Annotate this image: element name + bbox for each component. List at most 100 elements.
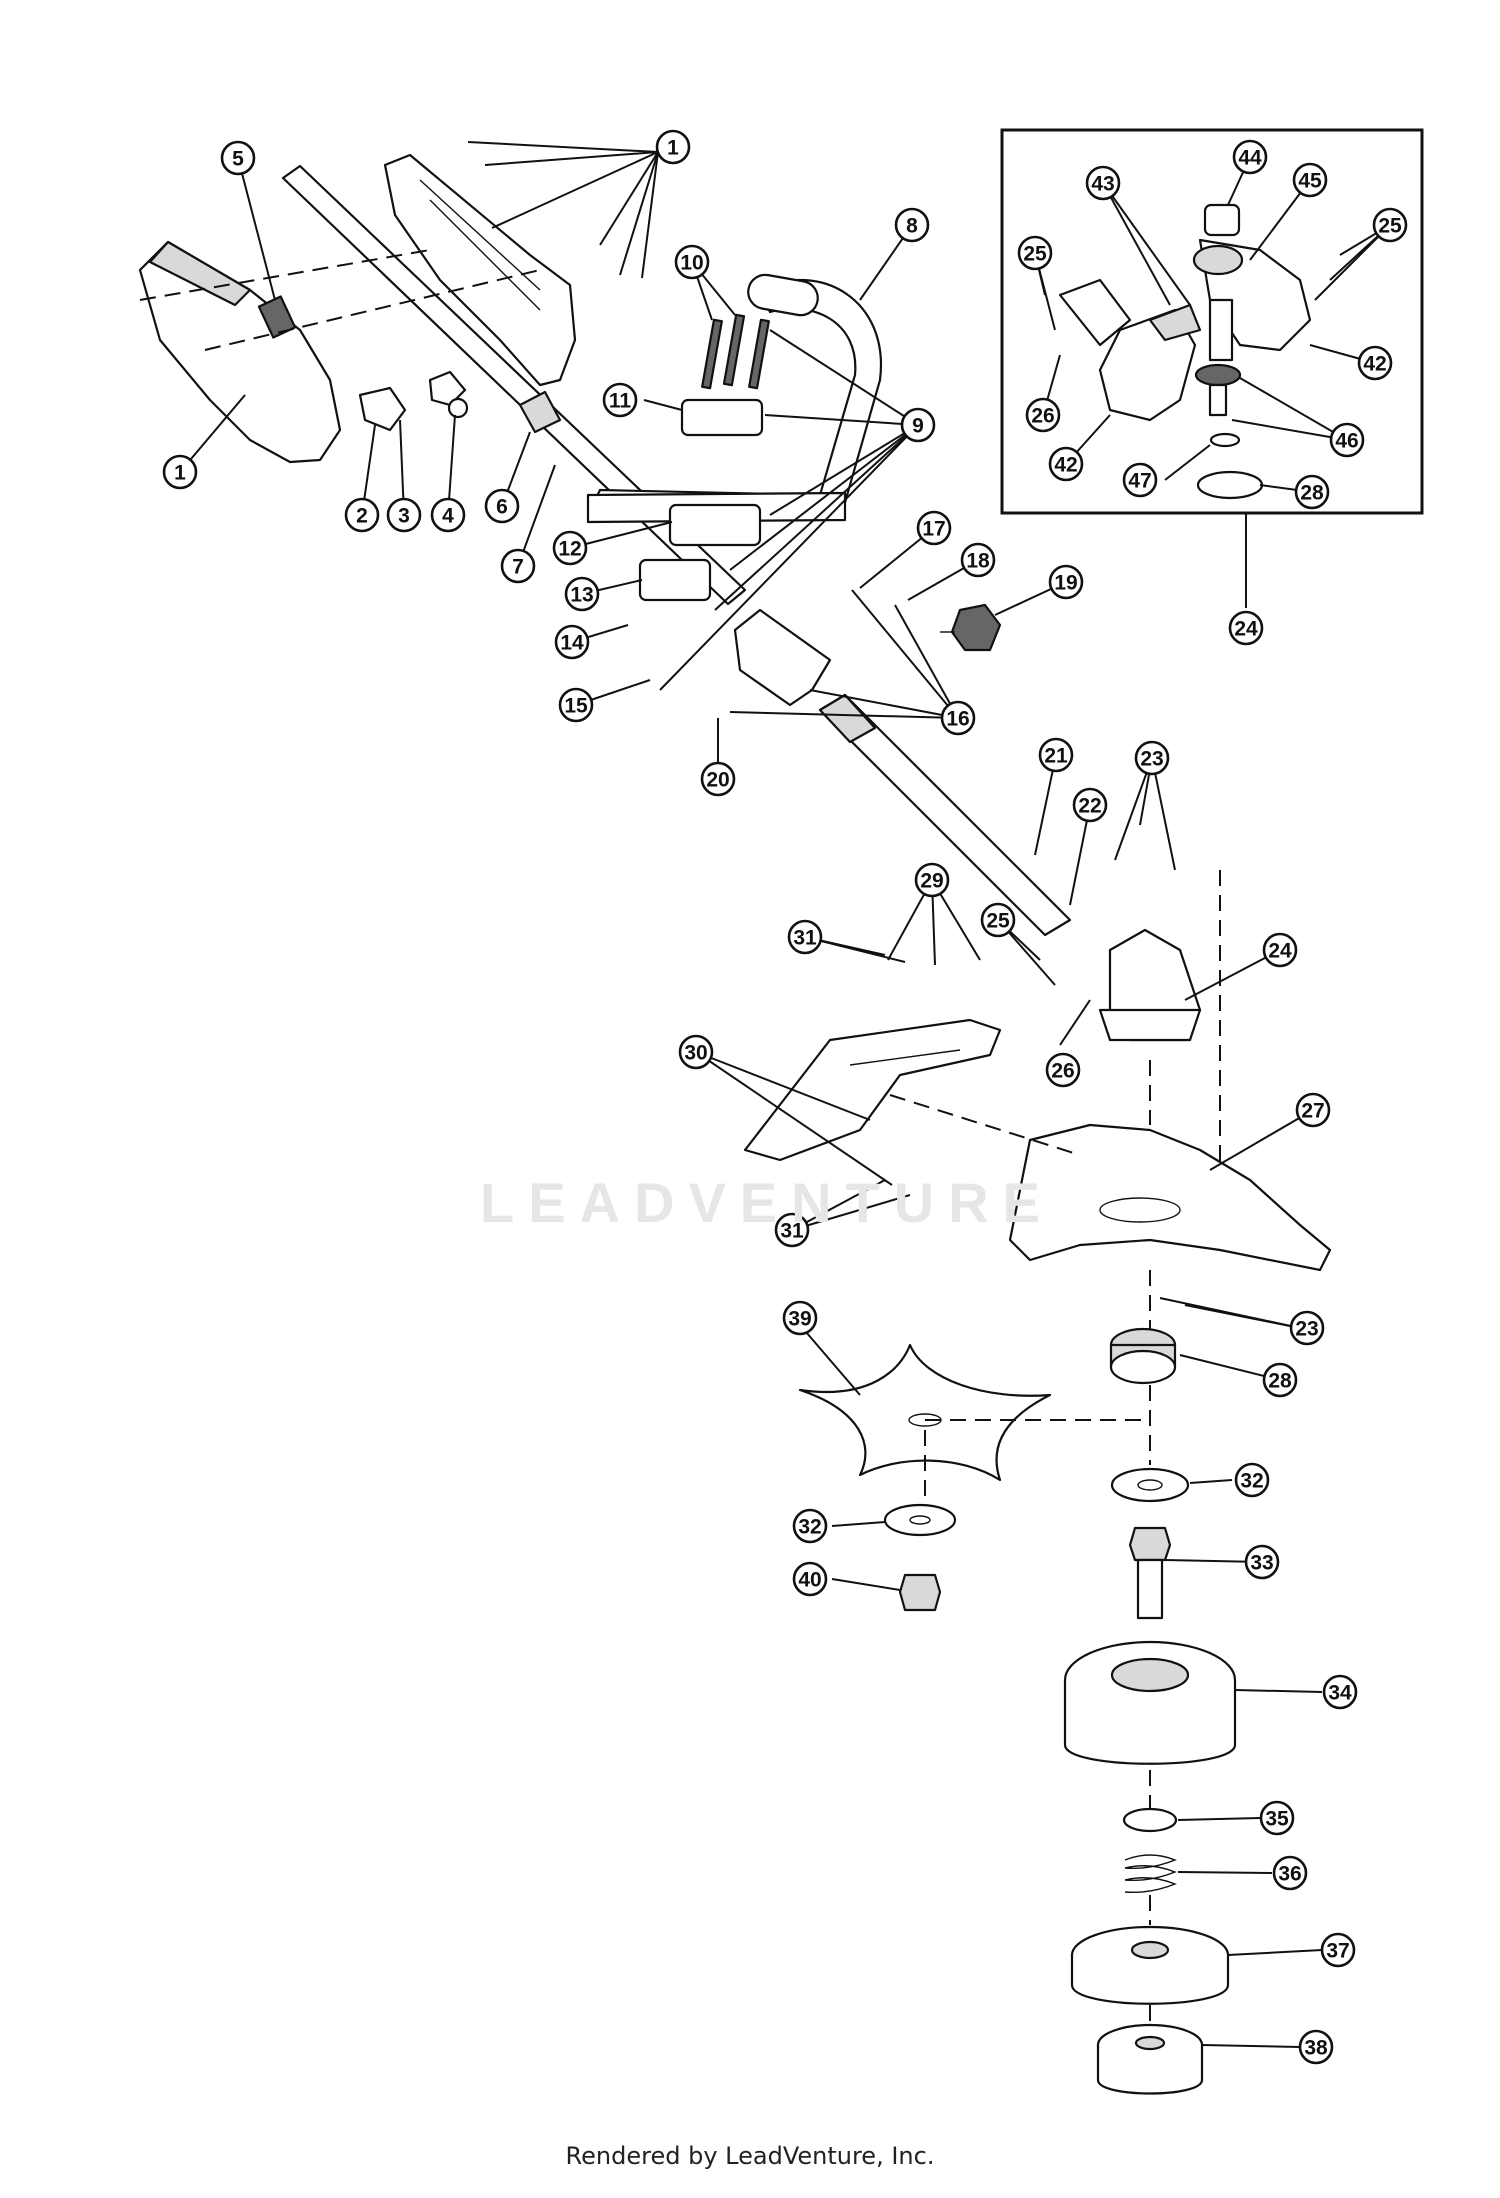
callout-circle (1038, 737, 1074, 773)
callout-number: 45 (1298, 170, 1322, 193)
callout-circle (1272, 1855, 1308, 1891)
callout-22: 22 (1072, 787, 1108, 823)
debris-shield (1008, 1123, 1332, 1272)
callout-number: 34 (1328, 1682, 1352, 1705)
callout-8: 8 (894, 207, 930, 243)
callout-number: 42 (1363, 353, 1386, 376)
clamp-top (680, 398, 764, 437)
callout-number: 28 (1268, 1370, 1292, 1393)
callout-circle (916, 510, 952, 546)
callout-26: 26 (1045, 1052, 1081, 1088)
inset-bevel-gear (1192, 244, 1244, 276)
callout-number: 7 (512, 556, 524, 579)
callout-2: 2 (344, 497, 380, 533)
callout-circle (1085, 165, 1121, 201)
callout-number: 27 (1301, 1100, 1324, 1123)
callout-circle (1072, 787, 1108, 823)
callout-38: 38 (1298, 2029, 1334, 2065)
callout-11: 11 (602, 382, 638, 418)
callout-circle (674, 244, 710, 280)
callout-3: 3 (386, 497, 422, 533)
callout-number: 21 (1044, 745, 1068, 768)
callout-number: 46 (1335, 430, 1358, 453)
callout-circle (1320, 1932, 1356, 1968)
callout-circle (960, 542, 996, 578)
callout-27: 27 (1295, 1092, 1331, 1128)
callout-circle (1262, 1362, 1298, 1398)
callout-number: 31 (793, 927, 817, 950)
callout-circle (900, 407, 936, 443)
callout-number: 23 (1295, 1318, 1318, 1341)
inset-bearing (1196, 470, 1264, 500)
callout-number: 15 (564, 695, 588, 718)
callout-circle (1289, 1310, 1325, 1346)
callout-circle (344, 497, 380, 533)
trigger-link (428, 370, 467, 407)
inset-drive-input (1203, 203, 1241, 237)
callout-number: 28 (1300, 482, 1324, 505)
callout-circle (792, 1561, 828, 1597)
callout-number: 13 (570, 584, 593, 607)
callout-number: 38 (1304, 2037, 1328, 2060)
callout-number: 30 (684, 1042, 707, 1065)
callout-number: 9 (912, 415, 924, 438)
clamp-screw-2 (722, 313, 746, 387)
callout-21: 21 (1038, 737, 1074, 773)
callout-circle (1025, 397, 1061, 433)
callout-44: 44 (1232, 139, 1268, 175)
callout-9: 9 (900, 407, 936, 443)
callout-circle (558, 687, 594, 723)
clamp-middle (668, 503, 762, 547)
callout-25: 25 (1017, 235, 1053, 271)
callout-number: 3 (398, 505, 410, 528)
clamp-screw-1 (701, 318, 723, 390)
callout-circle (386, 497, 422, 533)
callout-32: 32 (792, 1508, 828, 1544)
callout-number: 4 (442, 505, 454, 528)
callout-circle (554, 624, 590, 660)
gear-head-inset-frame (1000, 128, 1424, 515)
callout-circle (782, 1300, 818, 1336)
callout-circle (700, 761, 736, 797)
callout-number: 43 (1091, 173, 1114, 196)
callout-circle (1228, 610, 1264, 646)
loop-handle-grip (747, 273, 819, 317)
callout-24: 24 (1228, 610, 1264, 646)
callout-number: 25 (1378, 215, 1402, 238)
callout-circle (602, 382, 638, 418)
callout-number: 25 (986, 910, 1010, 933)
callout-circle (1262, 932, 1298, 968)
lock-washer (1122, 1807, 1178, 1833)
callout-number: 29 (920, 870, 943, 893)
callout-number: 23 (1140, 748, 1163, 771)
callout-circle (1322, 1674, 1358, 1710)
callout-circle (1372, 207, 1408, 243)
callout-circle (500, 548, 536, 584)
part-drawings (138, 153, 1332, 2095)
callout-10: 10 (674, 244, 710, 280)
callout-number: 47 (1128, 470, 1151, 493)
callout-circle (1048, 446, 1084, 482)
callout-number: 1 (667, 137, 679, 160)
callout-29: 29 (914, 862, 950, 898)
callout-number: 40 (798, 1569, 821, 1592)
callout-31: 31 (774, 1212, 810, 1248)
callout-circle (655, 129, 691, 165)
callout-number: 35 (1265, 1808, 1289, 1831)
callout-circle (940, 700, 976, 736)
callout-circle (1329, 422, 1365, 458)
spring (447, 397, 469, 419)
callout-number: 16 (946, 708, 969, 731)
callout-40: 40 (792, 1561, 828, 1597)
clamp-bottom (638, 558, 712, 602)
callout-number: 37 (1326, 1940, 1349, 1963)
callout-46: 46 (1329, 422, 1365, 458)
callout-35: 35 (1259, 1800, 1295, 1836)
callout-number: 32 (1240, 1470, 1263, 1493)
callout-15: 15 (558, 687, 594, 723)
callout-47: 47 (1122, 462, 1158, 498)
callout-circle (894, 207, 930, 243)
callout-circle (162, 454, 198, 490)
callout-number: 24 (1234, 618, 1258, 641)
